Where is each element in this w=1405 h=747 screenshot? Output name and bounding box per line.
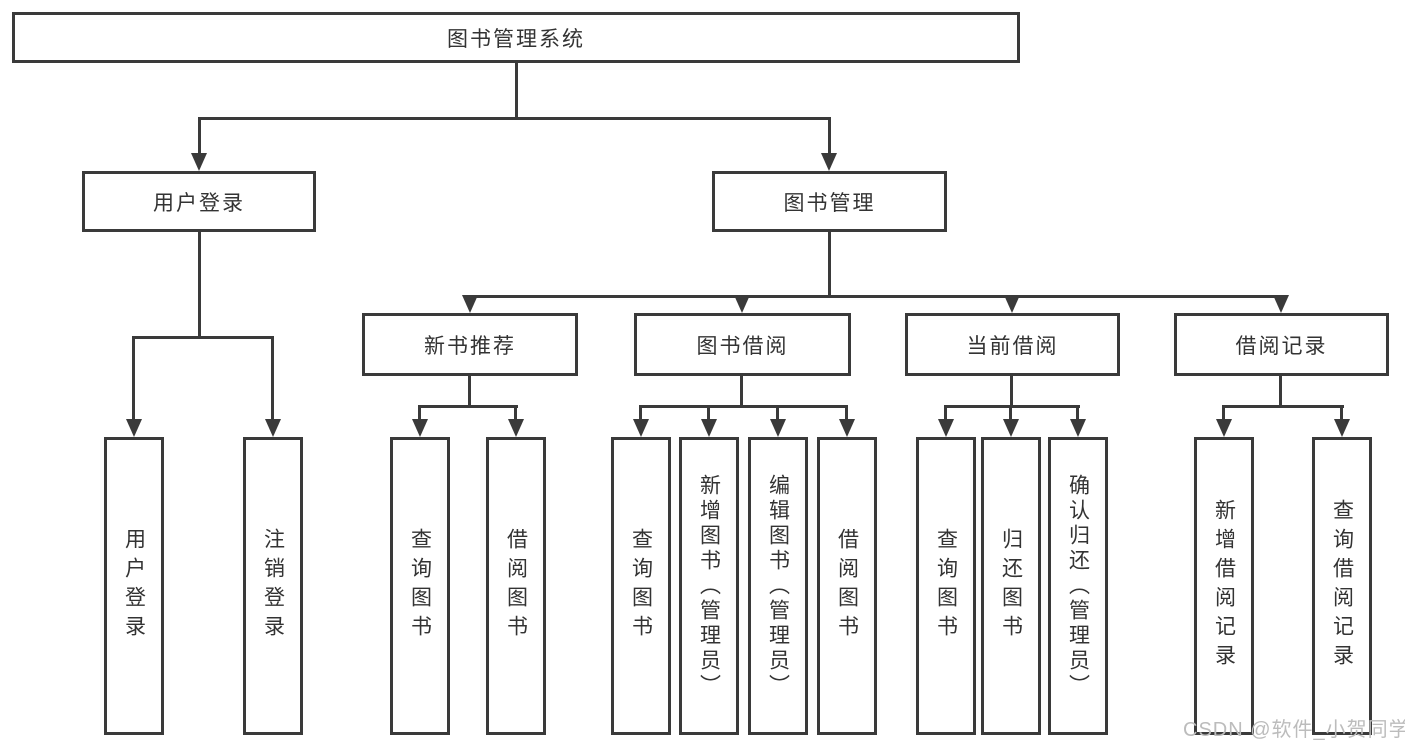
connector-drop [418,405,421,421]
leaf-newbooks-borrow-label: 借阅图书 [504,528,528,644]
leaf-records-add-label: 新增借阅记录 [1212,499,1236,673]
leaf-current-confirm: 确认归还（管理员） [1048,437,1108,735]
arrow-down-icon [701,419,717,437]
leaf-borrow-add: 新增图书（管理员） [679,437,739,735]
arrow-down-icon [839,419,855,437]
connector-drop [707,405,710,421]
node-root-label: 图书管理系统 [447,27,585,51]
arrow-down-icon [821,153,837,171]
arrow-down-icon [1273,295,1289,313]
leaf-current-return-label: 归还图书 [999,528,1023,644]
leaf-newbooks-borrow: 借阅图书 [486,437,546,735]
arrow-down-icon [508,419,524,437]
arrow-down-icon [462,295,478,313]
connector-drop [845,405,848,421]
leaf-current-confirm-label: 确认归还（管理员） [1066,473,1090,699]
leaf-borrow-query: 查询图书 [611,437,671,735]
connector-drop [1076,405,1079,421]
leaf-borrow-borrow: 借阅图书 [817,437,877,735]
connector-drop [1222,405,1225,421]
connector-stem [740,376,743,408]
connector-login-rail [132,336,274,339]
arrow-down-icon [1216,419,1232,437]
leaf-current-query-label: 查询图书 [934,528,958,644]
leaf-records-query-label: 查询借阅记录 [1330,499,1354,673]
node-user-login-label: 用户登录 [153,191,245,215]
connector-rail [639,405,848,408]
leaf-borrow-edit-label: 编辑图书（管理员） [766,473,790,699]
node-book-mgmt-label: 图书管理 [783,191,876,215]
arrow-down-icon [633,419,649,437]
node-current-borrow-label: 当前借阅 [966,334,1059,358]
arrow-down-icon [1004,295,1020,313]
connector-drop-user-login [198,117,201,155]
connector-stem [1010,376,1013,408]
leaf-borrow-add-label: 新增图书（管理员） [697,473,721,699]
node-root: 图书管理系统 [12,12,1020,63]
leaf-borrow-query-label: 查询图书 [629,528,653,644]
connector-drop [944,405,947,421]
connector-level2-rail [469,295,1283,298]
connector-level1-rail [198,117,831,120]
connector-stem [1279,376,1282,408]
node-current-borrow: 当前借阅 [905,313,1120,376]
connector-drop [1340,405,1343,421]
connector-mgmt-stem [828,232,831,298]
arrow-down-icon [1070,419,1086,437]
connector-rail [418,405,518,408]
leaf-current-return: 归还图书 [981,437,1041,735]
node-book-borrow: 图书借阅 [634,313,851,376]
connector-drop [271,336,274,421]
leaf-records-query: 查询借阅记录 [1312,437,1372,735]
connector-login-stem [198,232,201,339]
leaf-borrow-borrow-label: 借阅图书 [835,528,859,644]
node-user-login: 用户登录 [82,171,316,232]
leaf-records-add: 新增借阅记录 [1194,437,1254,735]
leaf-borrow-edit: 编辑图书（管理员） [748,437,808,735]
connector-drop [132,336,135,421]
arrow-down-icon [1003,419,1019,437]
leaf-user-login-label: 用户登录 [122,528,146,644]
connector-rail [944,405,1080,408]
connector-drop [514,405,517,421]
leaf-current-query: 查询图书 [916,437,976,735]
leaf-logout-label: 注销登录 [261,528,285,644]
node-book-borrow-label: 图书借阅 [696,334,789,358]
connector-root-stem [515,62,518,120]
leaf-newbooks-query-label: 查询图书 [408,528,432,644]
leaf-logout: 注销登录 [243,437,303,735]
csdn-watermark: CSDN @软件_小贺同学 [1183,719,1405,741]
connector-drop [776,405,779,421]
connector-stem [468,376,471,408]
connector-drop-book-mgmt [828,117,831,155]
node-new-books: 新书推荐 [362,313,578,376]
connector-drop [1009,405,1012,421]
node-borrow-records-label: 借阅记录 [1235,334,1328,358]
node-book-mgmt: 图书管理 [712,171,947,232]
node-borrow-records: 借阅记录 [1174,313,1389,376]
arrow-down-icon [1334,419,1350,437]
arrow-down-icon [938,419,954,437]
arrow-down-icon [265,419,281,437]
arrow-down-icon [734,295,750,313]
arrow-down-icon [191,153,207,171]
arrow-down-icon [412,419,428,437]
connector-rail [1222,405,1344,408]
arrow-down-icon [126,419,142,437]
connector-drop [639,405,642,421]
arrow-down-icon [770,419,786,437]
node-new-books-label: 新书推荐 [424,334,516,358]
leaf-newbooks-query: 查询图书 [390,437,450,735]
leaf-user-login: 用户登录 [104,437,164,735]
